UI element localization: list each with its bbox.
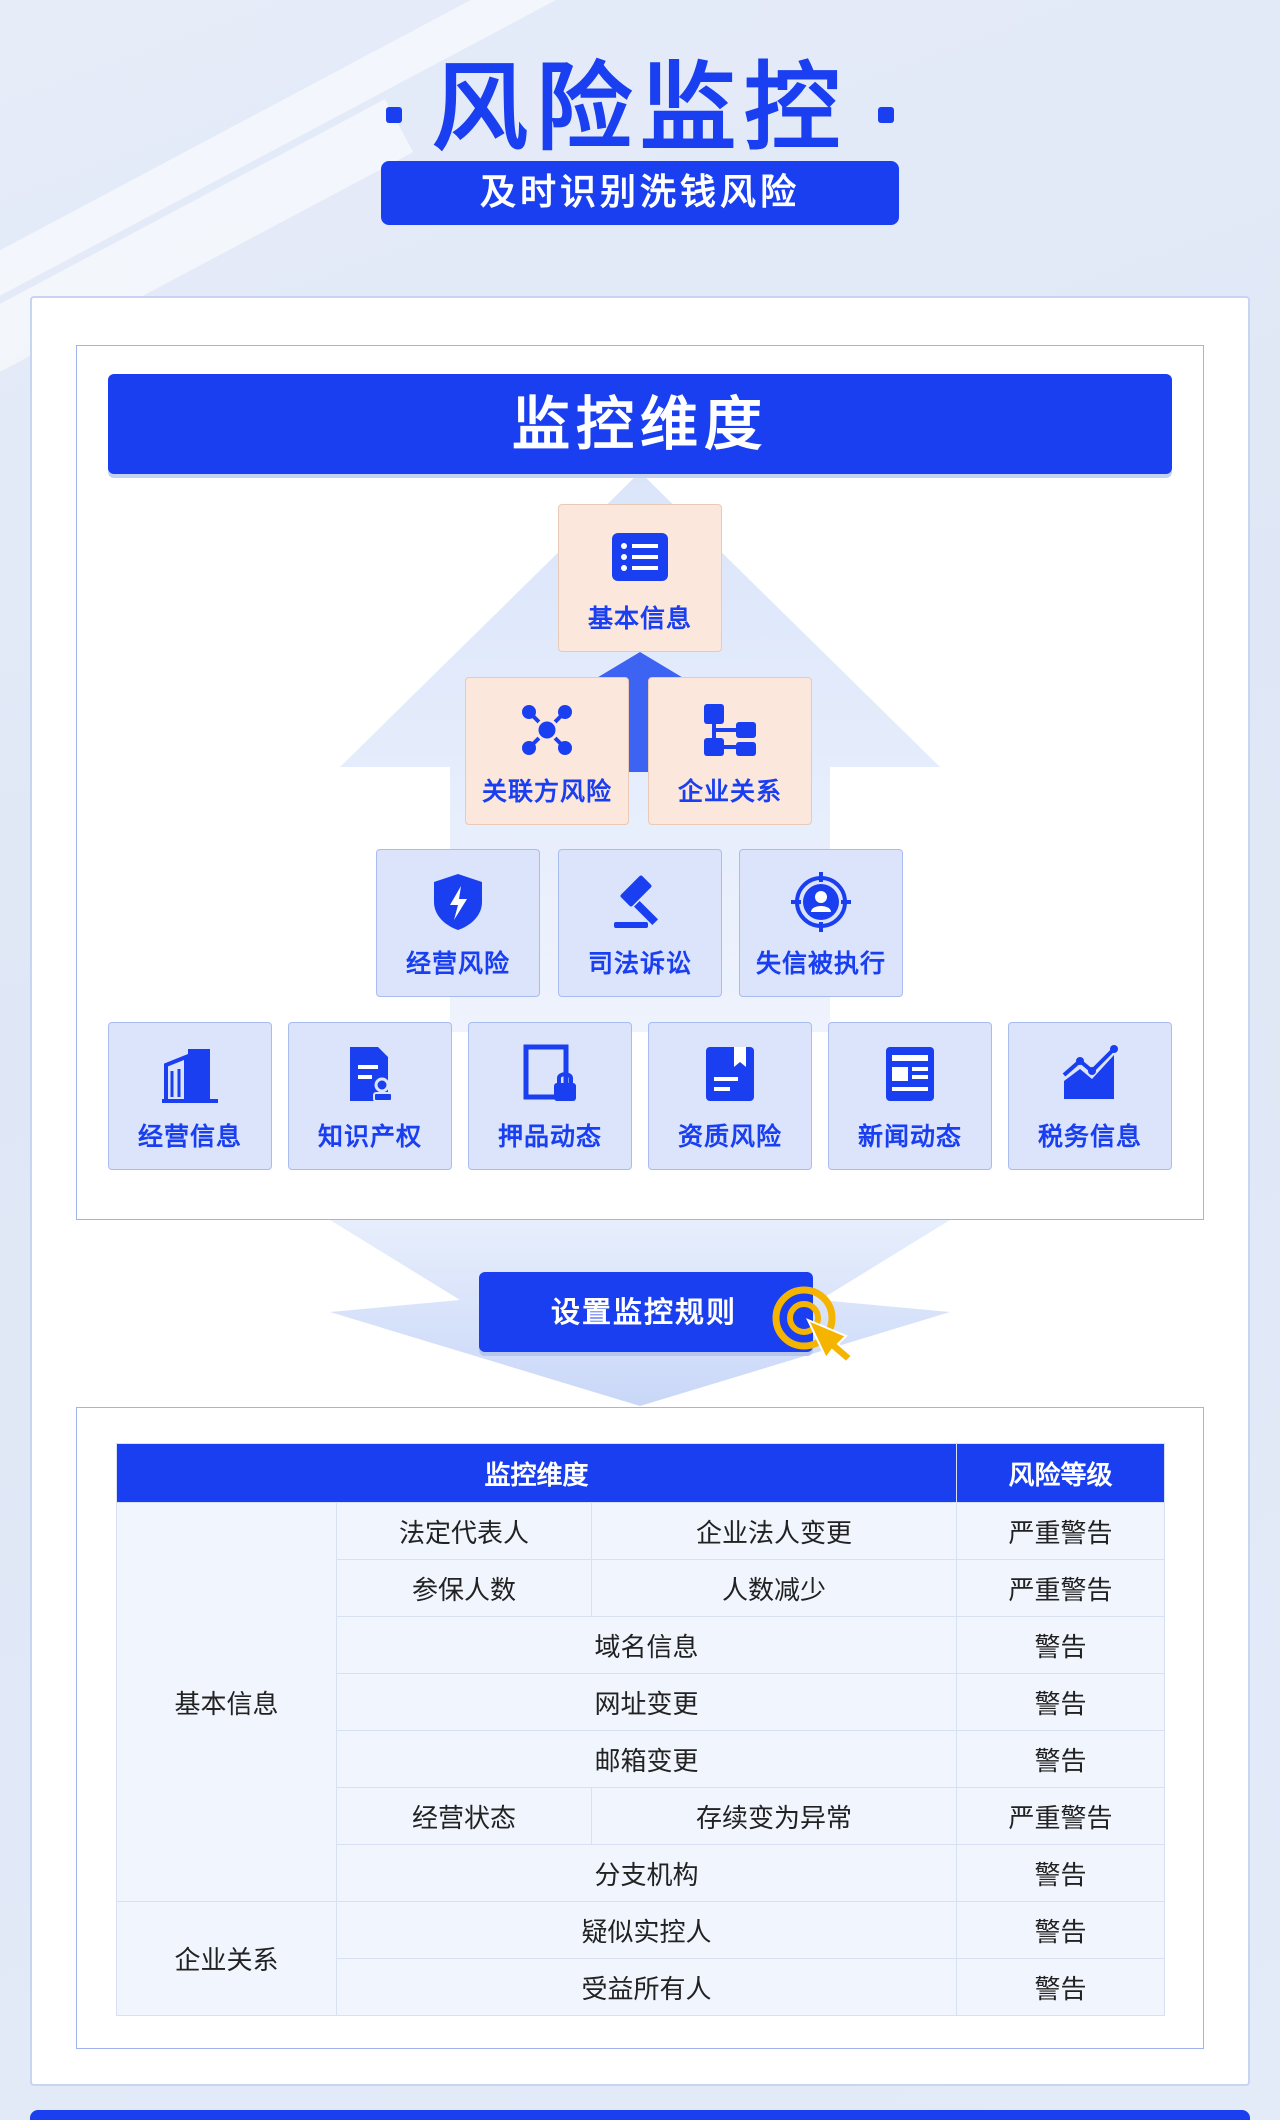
dimension-tile-label: 新闻动态 [857,1122,962,1151]
level-cell: 警告 [956,1616,1166,1674]
item-cell: 受益所有人 [335,1958,958,2016]
item-cell: 网址变更 [335,1673,958,1731]
level-cell: 警告 [956,1958,1166,2016]
risk-rules-table: 监控维度 风险等级 基本信息 法定代表人 企业法人变更 严重警告 参保人数 人数… [115,1443,1166,2016]
dimension-tile-news[interactable]: 新闻动态 [828,1022,992,1170]
gavel-icon [614,875,659,928]
bottom-accent-bar [30,2110,1250,2120]
shield-bolt-icon [434,874,482,930]
page-header: 风险监控 及时识别洗钱风险 [0,0,1280,290]
table-row: 邮箱变更 警告 [117,1730,1166,1788]
table-header-row: 监控维度 风险等级 [115,1443,1166,1503]
dimension-tile-label: 税务信息 [1037,1122,1142,1151]
table-row: 基本信息 法定代表人 企业法人变更 严重警告 [116,1502,1166,1902]
dimension-tile-label: 失信被执行 [755,949,886,978]
dimension-tile-label: 经营信息 [137,1122,242,1151]
dimension-tile-label: 押品动态 [497,1122,602,1151]
level-cell: 警告 [956,1844,1166,1902]
item-cell: 疑似实控人 [335,1901,958,1959]
dimension-tile-label: 关联方风险 [481,777,612,806]
bookmark-doc-icon [706,1047,754,1101]
dimension-tile-label: 经营风险 [405,949,510,978]
header-risk-level: 风险等级 [956,1443,1166,1503]
level-cell: 警告 [956,1901,1166,1959]
level-cell: 严重警告 [956,1559,1166,1617]
set-monitor-rule-button[interactable]: 设置监控规则 [479,1272,813,1352]
dimension-tile-label: 企业关系 [677,777,782,806]
building-icon [162,1049,218,1103]
detail-cell: 企业法人变更 [590,1502,958,1560]
title-dot-icon [386,106,402,123]
dimension-tile-intellectual-property[interactable]: 知识产权 [288,1022,452,1170]
dimension-tile-label: 资质风险 [677,1122,782,1151]
dimension-tile-operation-risk[interactable]: 经营风险 [376,849,540,997]
level-cell: 警告 [956,1730,1166,1788]
org-chart-icon [704,704,756,756]
dimension-tile-qualification-risk[interactable]: 资质风险 [648,1022,812,1170]
newspaper-icon [886,1047,934,1101]
dimension-tile-collateral[interactable]: 押品动态 [468,1022,632,1170]
item-cell: 经营状态 [336,1787,592,1845]
level-cell: 严重警告 [956,1787,1166,1845]
table-row: 域名信息 警告 [117,1616,1166,1674]
item-cell: 分支机构 [335,1844,958,1902]
item-cell: 参保人数 [336,1559,592,1617]
dimension-tile-label: 基本信息 [587,604,692,633]
click-hand-icon [772,1286,854,1364]
target-person-icon [791,872,851,932]
header-dimension: 监控维度 [115,1443,958,1503]
detail-cell: 存续变为异常 [590,1787,958,1845]
title-dot-icon [878,106,894,123]
page-subtitle: 及时识别洗钱风险 [381,161,899,225]
table-row: 网址变更 警告 [117,1673,1166,1731]
dimension-tile-enterprise-relation[interactable]: 企业关系 [648,677,812,825]
document-seal-icon [350,1047,393,1102]
table-row: 参保人数 人数减少 严重警告 [117,1559,1166,1617]
page-title-text: 风险监控 [432,52,848,164]
page-title: 风险监控 [0,30,1280,169]
dimension-tile-tax[interactable]: 税务信息 [1008,1022,1172,1170]
category-cell: 企业关系 [116,1901,337,2016]
dimension-tile-business-info[interactable]: 经营信息 [108,1022,272,1170]
table-row: 受益所有人 警告 [117,1958,1166,2016]
network-icon [522,705,572,755]
dimension-tile-label: 知识产权 [317,1122,422,1151]
trend-chart-icon [1062,1045,1118,1099]
level-cell: 严重警告 [956,1502,1166,1560]
list-icon [612,533,668,581]
item-cell: 域名信息 [335,1616,958,1674]
dimension-tile-related-party[interactable]: 关联方风险 [465,677,629,825]
dimension-tile-dishonest-executed[interactable]: 失信被执行 [739,849,903,997]
table-row: 分支机构 警告 [117,1844,1166,1902]
dimension-tile-label: 司法诉讼 [587,949,692,978]
dimension-panel-title: 监控维度 [108,374,1172,474]
table-row: 经营状态 存续变为异常 严重警告 [117,1787,1166,1845]
table-row: 企业关系 疑似实控人 警告 [116,1901,1166,2016]
detail-cell: 人数减少 [590,1559,958,1617]
frame-lock-icon [523,1044,576,1101]
level-cell: 警告 [956,1673,1166,1731]
category-cell: 基本信息 [116,1502,337,1902]
item-cell: 邮箱变更 [335,1730,958,1788]
dimension-tile-litigation[interactable]: 司法诉讼 [558,849,722,997]
dimension-tile-basic-info[interactable]: 基本信息 [558,504,722,652]
item-cell: 法定代表人 [336,1502,592,1560]
